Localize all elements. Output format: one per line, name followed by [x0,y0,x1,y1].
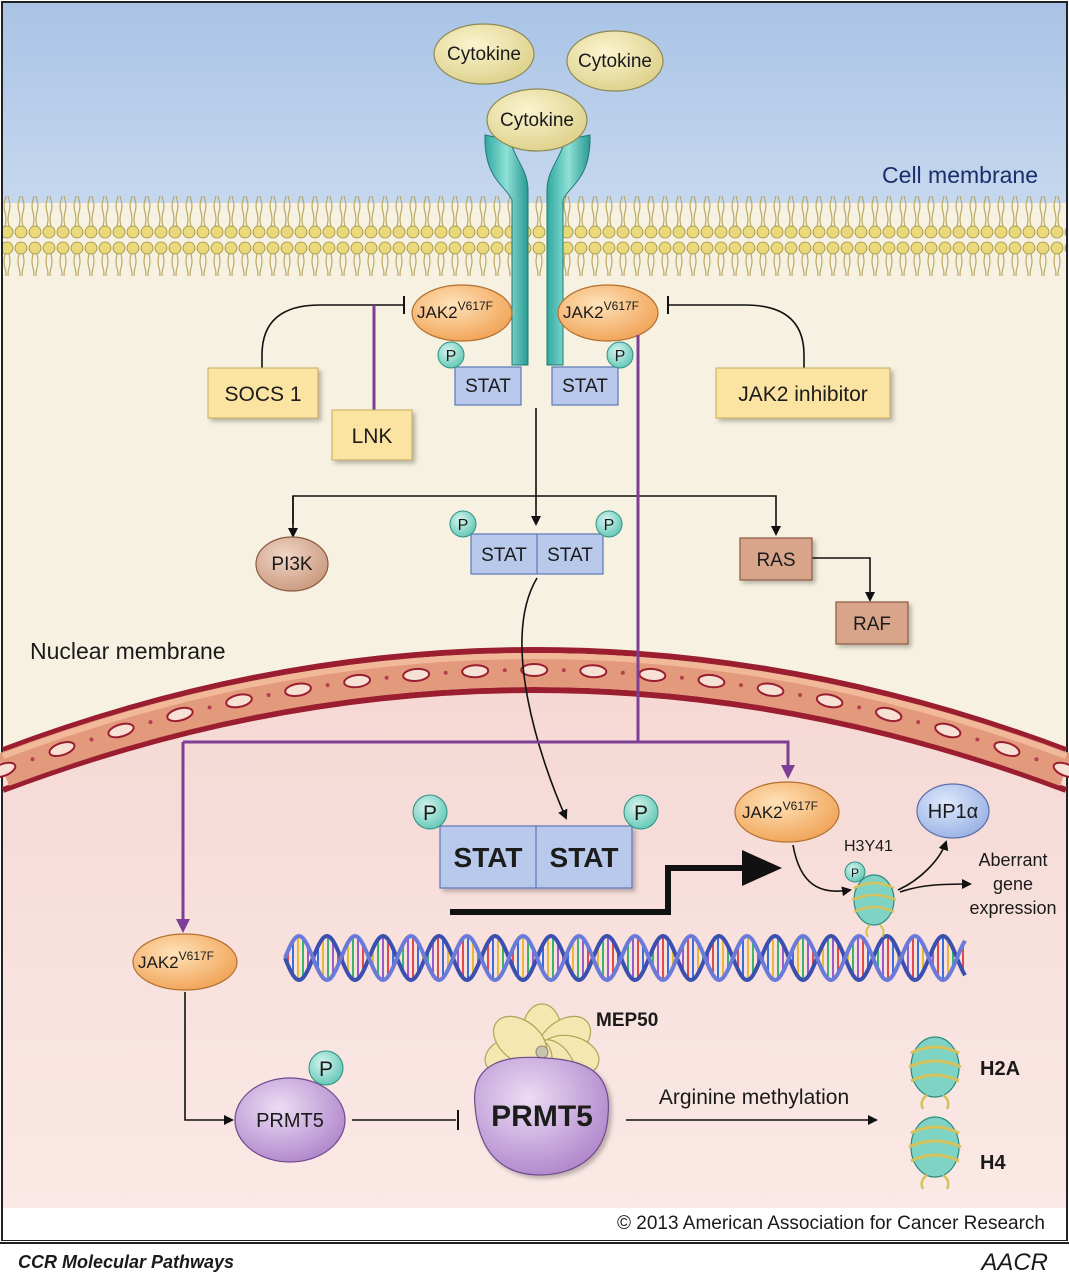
phospho-stat-right: P [606,341,634,369]
jak2-inhibitor-box: JAK2 inhibitor [715,367,891,419]
cytokine-bound: Cytokine [486,88,588,152]
jak2-nuclear: JAK2V617F [734,781,840,843]
transcription-start-arrow [450,865,745,915]
journal-footer [0,1242,1069,1280]
phospho-prmt5: P [308,1050,344,1086]
svg-text:Cytokine: Cytokine [500,110,574,131]
stat-dimer-nuclear: STAT STAT [439,825,633,889]
phospho-nuclear-left: P [412,794,448,830]
svg-text:JAK2V617F: JAK2V617F [417,299,493,322]
svg-text:PRMT5: PRMT5 [256,1110,324,1132]
lnk-box: LNK [331,409,413,461]
arrow-ras-to-raf [812,557,875,602]
arrow-stat-to-nucleus [521,577,568,820]
svg-text:STAT: STAT [562,376,608,397]
cell-membrane-label: Cell membrane [882,162,1038,188]
arginine-methylation-label: Arginine methylation [659,1086,849,1109]
svg-text:JAK2V617F: JAK2V617F [563,299,639,322]
nuclear-membrane [0,647,1069,793]
phospho-stat-left: P [437,341,465,369]
aberrant-label-2: gene [993,874,1033,894]
svg-text:P: P [458,517,469,534]
svg-text:P: P [851,866,859,880]
svg-text:HP1α: HP1α [928,801,978,823]
svg-text:JAK2 inhibitor: JAK2 inhibitor [738,383,868,406]
cell-membrane-bilayer [3,196,1066,276]
socs1-inhibition-line [261,304,404,368]
svg-text:P: P [423,802,437,825]
h4-label: H4 [980,1152,1006,1174]
cytokine-1: Cytokine [433,23,535,85]
ras-box: RAS [739,537,813,581]
svg-text:JAK2V617F: JAK2V617F [742,799,818,822]
svg-text:PRMT5: PRMT5 [491,1100,593,1133]
journal-name: CCR Molecular Pathways [18,1252,234,1272]
svg-text:STAT: STAT [465,376,511,397]
prmt5-mep50-complex: PRMT5 [474,1056,610,1176]
phospho-dimer-left: P [449,510,477,538]
copyright-band [3,1208,1066,1240]
cytokine-receptor [484,134,591,366]
h3y41-label: H3Y41 [844,838,893,855]
copyright-text: © 2013 American Association for Cancer R… [617,1213,1045,1234]
svg-text:JAK2V617F: JAK2V617F [138,949,214,972]
nucleosome-h2a [908,1036,962,1110]
svg-text:STAT: STAT [454,842,523,873]
svg-text:SOCS 1: SOCS 1 [224,383,301,406]
phospho-dimer-right: P [595,510,623,538]
nucleosome-h4 [908,1116,962,1190]
svg-text:STAT: STAT [481,545,527,566]
svg-text:Cytokine: Cytokine [578,51,652,72]
socs1-box: SOCS 1 [207,367,319,419]
dna-double-helix [283,933,967,983]
aberrant-label-3: expression [969,898,1056,918]
svg-text:P: P [446,348,457,365]
phospho-nuclear-right: P [623,794,659,830]
aacr-logo: AACR [979,1249,1048,1276]
hp1a-node: HP1α [916,783,990,839]
prmt5-phosphorylated: PRMT5 [234,1077,346,1163]
stat-dimer-cytoplasm: STAT STAT [470,533,604,575]
h2a-label: H2A [980,1058,1020,1080]
svg-text:P: P [615,348,626,365]
svg-text:STAT: STAT [550,842,619,873]
jak2-left: JAK2V617F [411,284,513,342]
jak2-inhibitor-line [668,304,805,368]
aberrant-label-1: Aberrant [978,850,1047,870]
svg-text:Cytokine: Cytokine [447,44,521,65]
arrow-jak2-to-prmt5 [184,992,234,1125]
jak2-right: JAK2V617F [557,284,659,342]
svg-text:P: P [604,517,615,534]
raf-box: RAF [835,601,909,645]
cytokine-2: Cytokine [566,30,664,92]
mep50-label: MEP50 [596,1010,658,1031]
svg-text:RAS: RAS [756,550,795,571]
svg-text:RAF: RAF [853,614,891,635]
svg-text:P: P [634,802,648,825]
svg-text:STAT: STAT [547,545,593,566]
svg-text:P: P [319,1058,333,1081]
purple-arrow-to-nuclear-jak2 [183,740,795,779]
nucleosome-h3y41: P [792,840,972,938]
pi3k-node: PI3K [255,536,329,592]
stat-left-receptor: STAT [454,366,522,406]
nuclear-membrane-label: Nuclear membrane [30,638,226,664]
svg-text:PI3K: PI3K [271,554,313,575]
svg-text:LNK: LNK [352,425,393,448]
jak2-nuclear-left: JAK2V617F [132,933,238,991]
stat-right-receptor: STAT [551,366,619,406]
